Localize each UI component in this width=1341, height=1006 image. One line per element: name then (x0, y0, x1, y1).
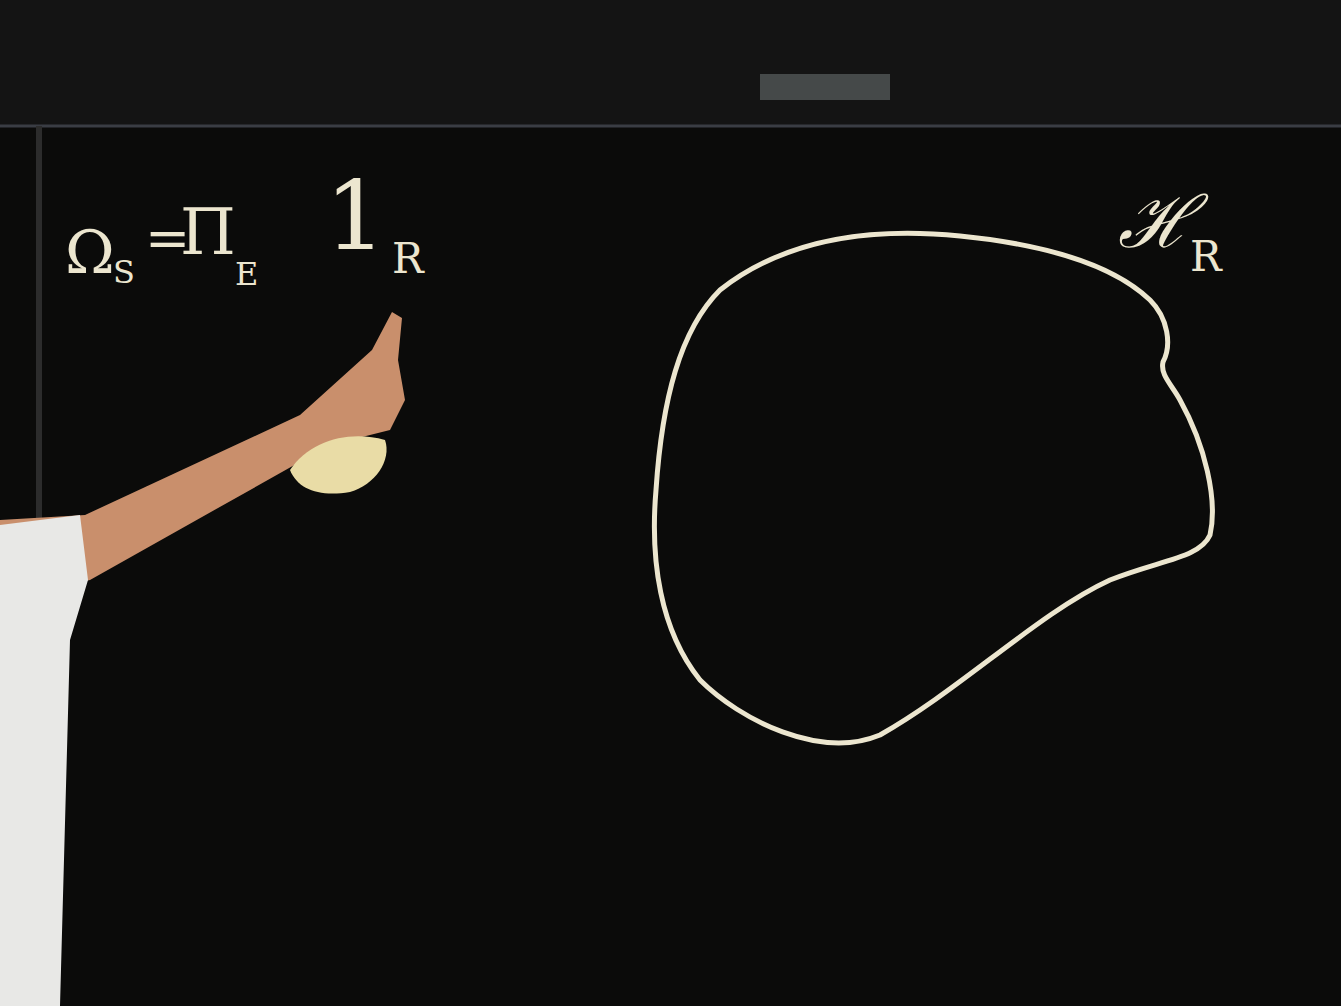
omega-symbol: Ω (65, 222, 115, 282)
blurred-patch (760, 74, 890, 100)
subscript: E (235, 258, 258, 290)
subscript: R (1190, 236, 1222, 278)
hilbert-symbol: ℋ (1118, 186, 1194, 258)
region-outline (654, 233, 1212, 743)
subscript: S (113, 256, 135, 288)
indicator-one: 1 (325, 168, 386, 264)
shirt-sleeve (0, 515, 88, 1006)
chalk-cloth (290, 436, 387, 493)
board-top-strip (0, 0, 1341, 125)
subscript: R (392, 238, 424, 280)
product-symbol: Π (180, 200, 236, 264)
board-edge (0, 125, 1341, 128)
